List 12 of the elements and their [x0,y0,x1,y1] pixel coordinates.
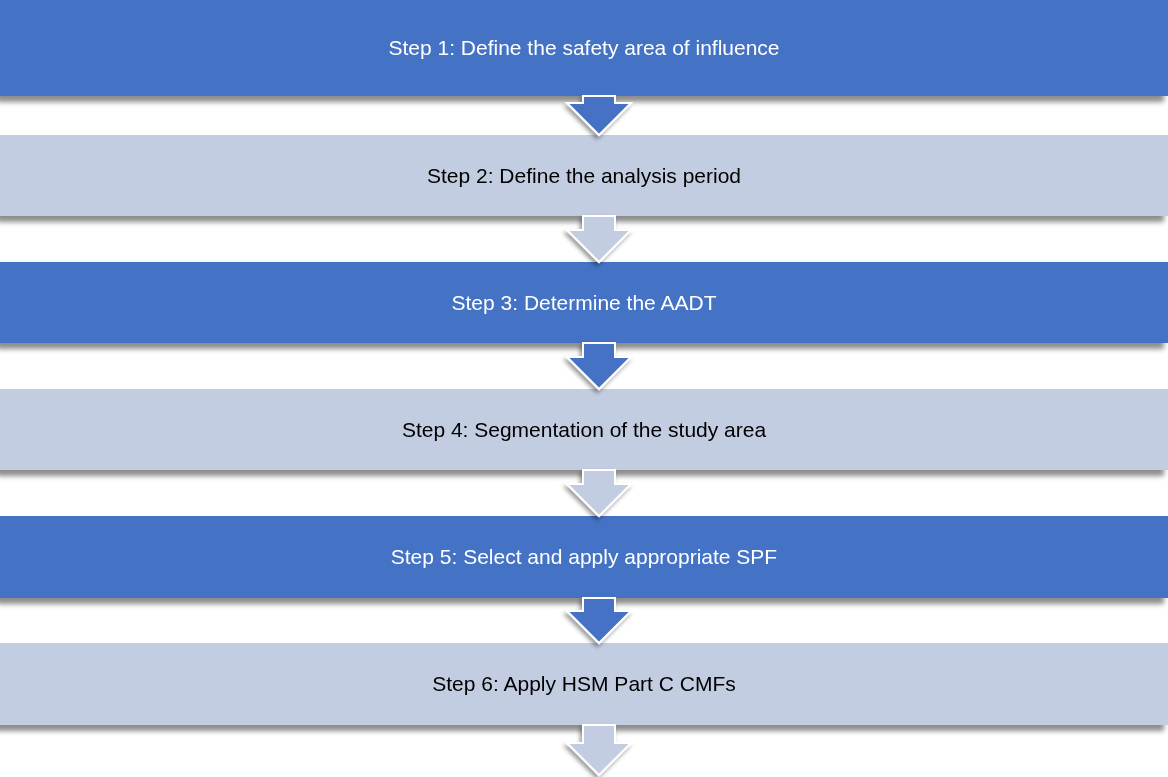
step-label: Step 3: Determine the AADT [451,289,717,316]
step-band [0,262,1168,343]
step-label: Step 2: Define the analysis period [427,162,741,189]
step-band [0,516,1168,598]
step-label: Step 5: Select and apply appropriate SPF [390,544,778,571]
step-label: Step 6: Apply HSM Part C CMFs [432,671,736,698]
step-label: Step 1: Define the safety area of influence [388,35,780,62]
step-band [0,135,1168,216]
step-band [0,0,1168,96]
step-band [0,643,1168,725]
step-band [0,389,1168,470]
step-label: Step 4: Segmentation of the study area [401,416,767,443]
